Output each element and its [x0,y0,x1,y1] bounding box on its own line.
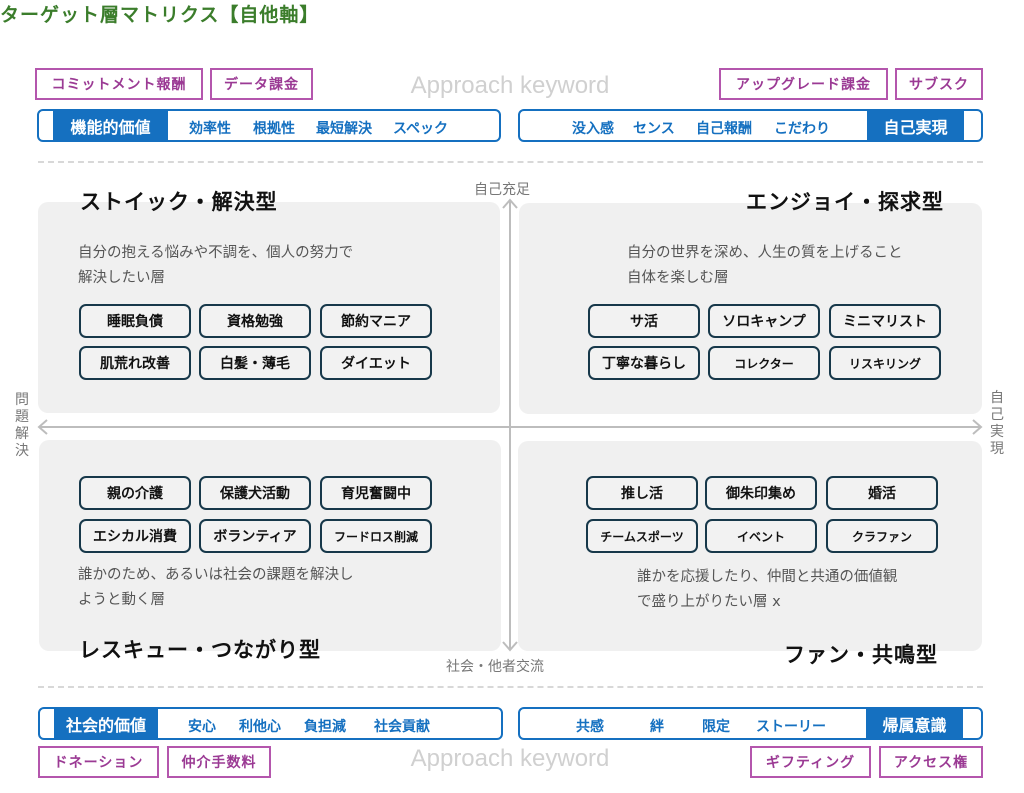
monetization-tag: アップグレード課金 [719,68,888,100]
keyword: 利他心 [239,719,281,735]
segment-tag: ボランティア [199,519,311,553]
segment-tag: 親の介護 [79,476,191,510]
segment-tag: 白髪・薄毛 [199,346,311,380]
keyword: センス [633,121,675,137]
keyword: 絆 [650,719,664,735]
quadrant-title: レスキュー・つながり型 [79,638,321,662]
segment-tag: 育児奮闘中 [320,476,432,510]
keyword: 限定 [702,719,730,735]
quadrant-description: 誰かを応援したり、仲間と共通の価値観 で盛り上がりたい層 x [637,565,897,615]
segment-tag: 資格勉強 [199,304,311,338]
segment-tag: クラファン [826,519,938,553]
value-bar-label: 機能的価値 [53,111,168,140]
segment-tag: イベント [705,519,817,553]
keyword: 没入感 [572,121,614,137]
axis-label-bottom: 社会・他者交流 [446,659,544,675]
axis-label-top: 自己充足 [474,182,530,198]
value-bar-self-actualization: 没入感 センス 自己報酬 こだわり 自己実現 [518,109,983,142]
keyword: 効率性 [189,121,231,137]
desc-line: で盛り上がりたい層 x [637,594,781,610]
desc-line: 自体を楽しむ層 [627,270,729,286]
desc-line: 自分の抱える悩みや不調を、個人の努力で [78,245,354,261]
segment-tag: 肌荒れ改善 [79,346,191,380]
keyword: スペック [393,121,449,137]
quadrant-description: 自分の抱える悩みや不調を、個人の努力で 解決したい層 [78,241,353,291]
quadrant-title: ストイック・解決型 [80,190,278,214]
desc-line: 解決したい層 [78,270,165,286]
segment-tag: リスキリング [829,346,941,380]
arrow-down-icon [502,641,518,652]
keyword: 根拠性 [253,121,295,137]
desc-line: 自分の世界を深め、人生の質を上げること [627,245,903,261]
value-bar-social: 社会的価値 安心 利他心 負担減 社会貢献 [38,707,503,740]
segment-tag: フードロス削減 [320,519,432,553]
keyword: こだわり [774,121,830,137]
approach-keyword-label: Approach keyword [410,72,610,99]
arrow-right-icon [972,419,983,435]
segment-tag: ミニマリスト [829,304,941,338]
segment-tag: 婚活 [826,476,938,510]
approach-keyword-label: Approach keyword [410,745,610,772]
keyword: 安心 [188,719,216,735]
segment-tag: 睡眠負債 [79,304,191,338]
segment-tag: 節約マニア [320,304,432,338]
quadrant-title: ファン・共鳴型 [784,643,938,667]
segment-tag: 保護犬活動 [199,476,311,510]
segment-tag: サ活 [588,304,700,338]
value-bar-functional: 機能的価値 効率性 根拠性 最短解決 スペック [37,109,501,142]
desc-line: 誰かを応援したり、仲間と共通の価値観 [637,569,898,585]
segment-tag: ダイエット [320,346,432,380]
axis-label-left: 問題解決 [15,392,29,459]
keyword: 負担減 [304,719,346,735]
monetization-tag: ギフティング [750,746,871,778]
monetization-tag: ドネーション [38,746,159,778]
keyword: 共感 [576,719,604,735]
quadrant-description: 自分の世界を深め、人生の質を上げること 自体を楽しむ層 [627,241,903,291]
arrow-left-icon [37,419,48,435]
segment-tag: エシカル消費 [79,519,191,553]
divider [38,161,983,163]
segment-tag: ソロキャンプ [708,304,820,338]
value-bar-label: 自己実現 [867,111,964,140]
value-bar-label: 帰属意識 [866,709,963,738]
arrow-up-icon [502,198,518,209]
axis-label-right: 自己実現 [990,390,1004,457]
monetization-tag: データ課金 [210,68,313,100]
value-bar-belonging: 共感 絆 限定 ストーリー 帰属意識 [518,707,983,740]
value-bar-label: 社会的価値 [54,709,158,738]
monetization-tag: アクセス権 [879,746,983,778]
keyword: 自己報酬 [696,121,752,137]
keyword: ストーリー [756,719,826,735]
segment-tag: 丁寧な暮らし [588,346,700,380]
quadrant-title: エンジョイ・探求型 [746,190,944,214]
desc-line: ようと動く層 [78,592,165,608]
monetization-tag: サブスク [895,68,983,100]
quadrant-description: 誰かのため、あるいは社会の課題を解決し ようと動く層 [78,563,354,613]
segment-tag: 推し活 [586,476,698,510]
monetization-tag: コミットメント報酬 [35,68,203,100]
keyword: 社会貢献 [374,719,430,735]
divider [38,686,983,688]
page-title: ターゲット層マトリクス【自他軸】 [0,4,320,26]
keyword: 最短解決 [316,121,372,137]
segment-tag: コレクター [708,346,820,380]
desc-line: 誰かのため、あるいは社会の課題を解決し [78,567,354,583]
segment-tag: 御朱印集め [705,476,817,510]
segment-tag: チームスポーツ [586,519,698,553]
monetization-tag: 仲介手数料 [167,746,271,778]
